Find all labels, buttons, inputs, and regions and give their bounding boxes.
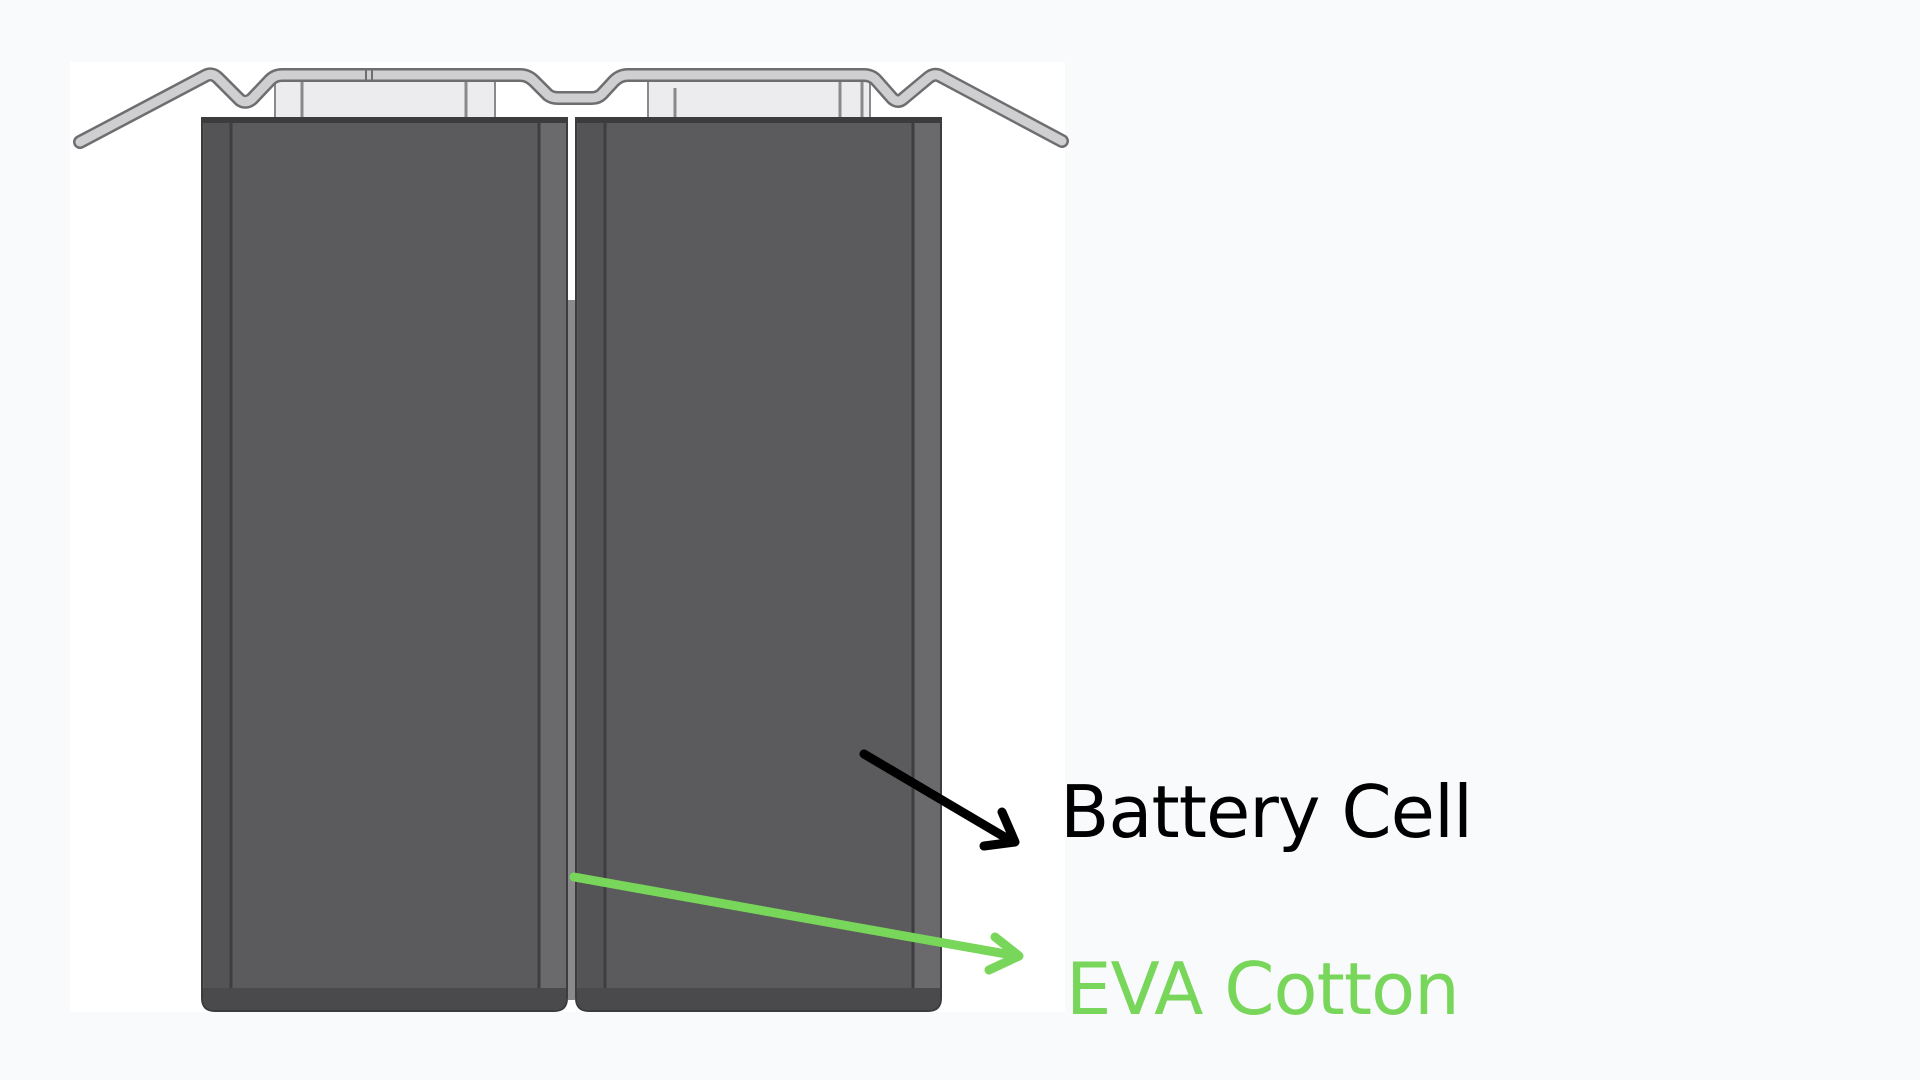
- eva-cotton-arrow: [569, 872, 1024, 975]
- battery-cell-left: [201, 117, 568, 1012]
- eva-cotton-strip: [567, 120, 576, 1010]
- busbar-bracket: [73, 67, 1069, 149]
- battery-cell-label: Battery Cell: [1060, 770, 1473, 854]
- battery-cell-right: [575, 117, 942, 1012]
- battery-cell-arrow: [859, 749, 1020, 851]
- eva-cotton-label: EVA Cotton: [1066, 947, 1460, 1031]
